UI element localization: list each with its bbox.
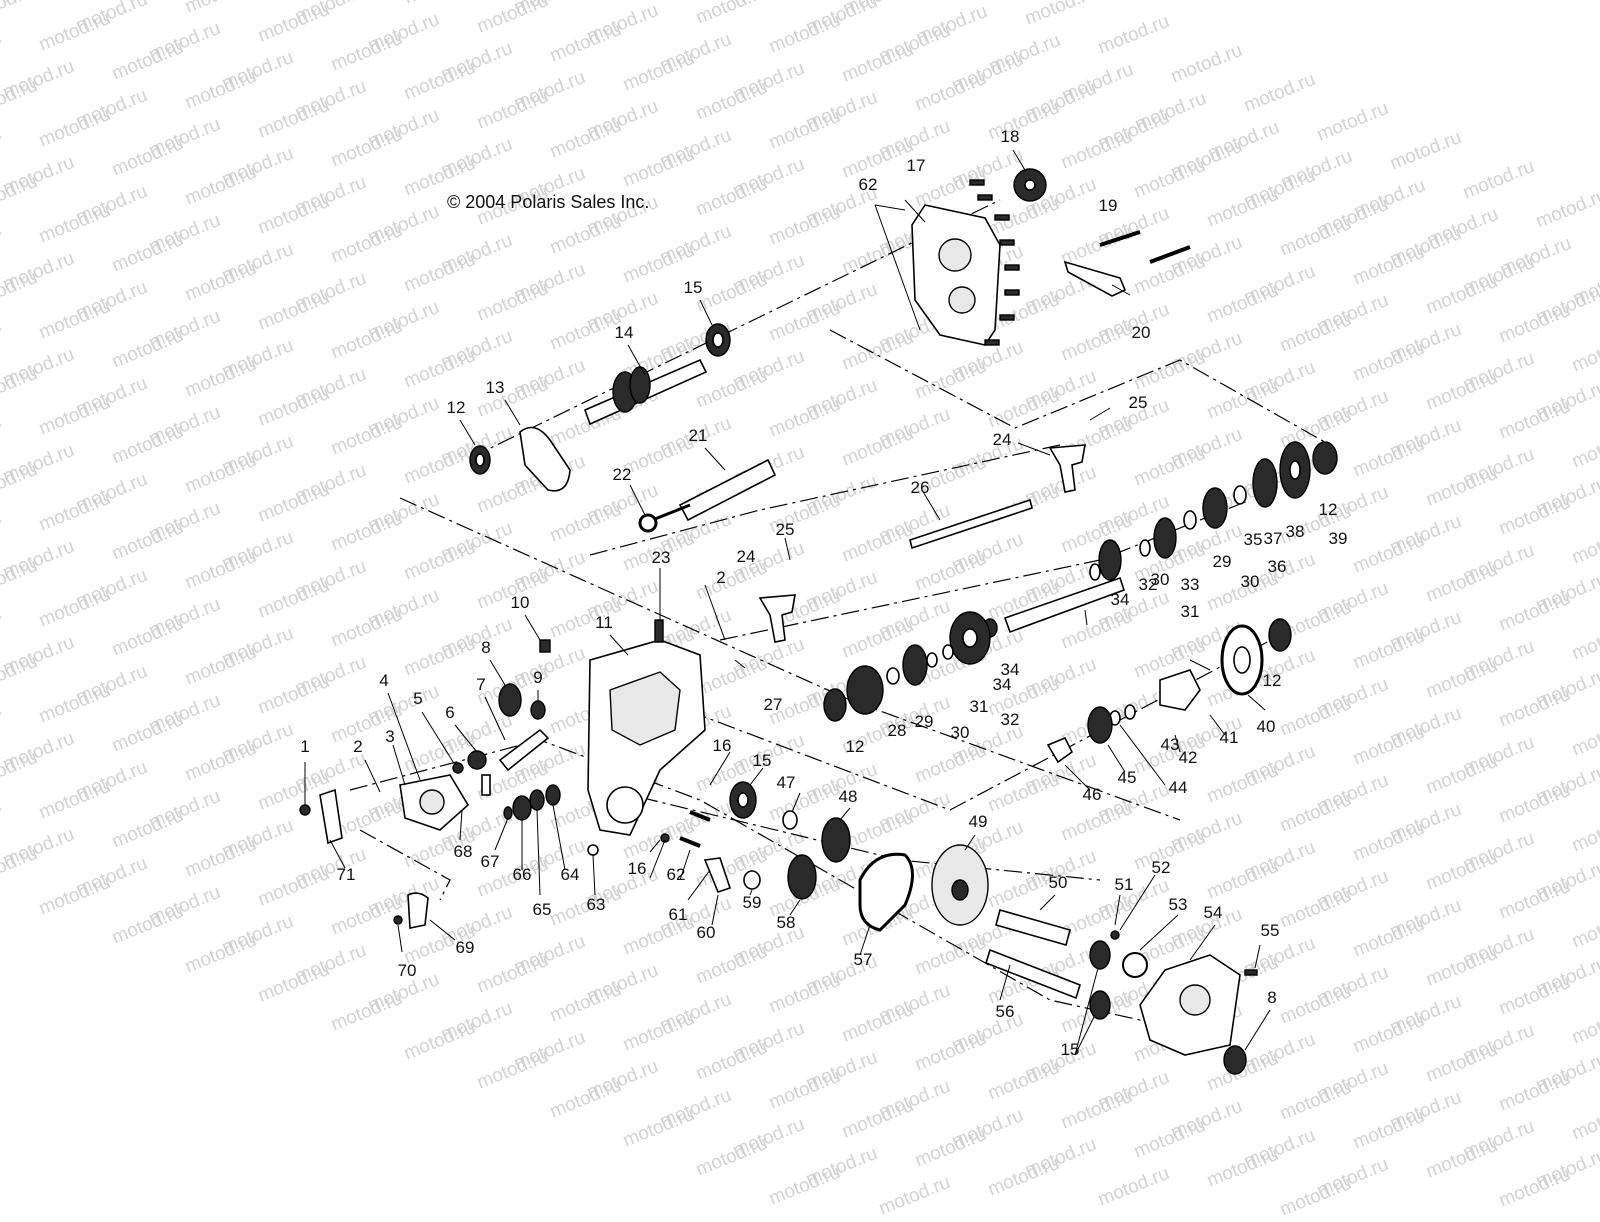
callout-10: 10 <box>511 593 530 612</box>
callout-62: 62 <box>667 865 686 884</box>
callout-29: 29 <box>1213 552 1232 571</box>
callout-18: 18 <box>1001 127 1020 146</box>
callout-9: 9 <box>533 668 542 687</box>
callout-40: 40 <box>1257 717 1276 736</box>
callout-31: 31 <box>970 697 989 716</box>
callout-15: 15 <box>684 278 703 297</box>
main-case <box>588 620 705 835</box>
callout-57: 57 <box>854 950 873 969</box>
callout-42: 42 <box>1179 748 1198 767</box>
callout-43: 43 <box>1161 735 1180 754</box>
callout-64: 64 <box>561 865 580 884</box>
callout-32: 32 <box>1001 710 1020 729</box>
callout-11: 11 <box>595 613 613 632</box>
callout-13: 13 <box>486 378 505 397</box>
callout-20: 20 <box>1132 323 1151 342</box>
callout-27: 27 <box>764 695 783 714</box>
callout-22: 22 <box>613 465 632 484</box>
callout-4: 4 <box>379 671 388 690</box>
callout-3: 3 <box>385 727 394 746</box>
callout-26: 26 <box>911 478 930 497</box>
callout-51: 51 <box>1115 875 1134 894</box>
callout-35: 35 <box>1244 530 1263 549</box>
callout-45: 45 <box>1118 768 1137 787</box>
lower-drive-assembly <box>661 782 1147 1019</box>
callout-24: 24 <box>993 430 1012 449</box>
callout-23: 23 <box>652 548 671 567</box>
callout-63: 63 <box>587 895 606 914</box>
bracket-assembly <box>1065 232 1190 296</box>
callout-48: 48 <box>839 787 858 806</box>
callout-70: 70 <box>398 961 417 980</box>
callout-30: 30 <box>951 723 970 742</box>
callout-8: 8 <box>481 638 490 657</box>
callout-33: 33 <box>1181 575 1200 594</box>
callout-7: 7 <box>476 675 485 694</box>
callout-61: 61 <box>669 905 688 924</box>
callout-19: 19 <box>1099 196 1118 215</box>
callout-53: 53 <box>1169 895 1188 914</box>
callout-60: 60 <box>697 923 716 942</box>
callout-46: 46 <box>1083 785 1102 804</box>
side-cover-assembly <box>912 169 1046 345</box>
callout-15: 15 <box>1061 1040 1080 1059</box>
callout-69: 69 <box>456 938 475 957</box>
callout-25: 25 <box>1129 393 1148 412</box>
callout-67: 67 <box>481 852 500 871</box>
left-components <box>300 640 598 928</box>
callout-31: 31 <box>1181 602 1200 621</box>
callout-17: 17 <box>907 156 926 175</box>
callout-47: 47 <box>777 773 796 792</box>
callout-56: 56 <box>996 1002 1015 1021</box>
callout-12: 12 <box>846 737 865 756</box>
callout-28: 28 <box>888 721 907 740</box>
callout-34: 34 <box>1001 660 1020 679</box>
callout-16: 16 <box>628 859 647 878</box>
callout-32: 32 <box>1139 575 1158 594</box>
callout-8: 8 <box>1267 988 1276 1007</box>
callout-15: 15 <box>753 751 772 770</box>
callout-24: 24 <box>737 547 756 566</box>
callout-37: 37 <box>1264 529 1283 548</box>
callout-14: 14 <box>615 323 634 342</box>
callout-2: 2 <box>353 737 362 756</box>
callout-36: 36 <box>1268 557 1287 576</box>
callout-25: 25 <box>776 520 795 539</box>
callout-39: 39 <box>1329 529 1348 548</box>
callout-2: 2 <box>716 568 725 587</box>
callout-65: 65 <box>533 900 552 919</box>
callout-54: 54 <box>1204 903 1223 922</box>
callout-66: 66 <box>513 865 532 884</box>
callout-12: 12 <box>1319 500 1338 519</box>
callout-58: 58 <box>777 913 796 932</box>
callout-5: 5 <box>413 689 422 708</box>
callout-12: 12 <box>1263 671 1282 690</box>
callout-38: 38 <box>1286 522 1305 541</box>
callout-62: 62 <box>859 175 878 194</box>
callout-49: 49 <box>969 812 988 831</box>
callout-30: 30 <box>1241 572 1260 591</box>
end-cover <box>1140 955 1257 1074</box>
callout-1: 1 <box>300 737 309 756</box>
callout-52: 52 <box>1152 858 1171 877</box>
shift-shaft-assembly <box>640 460 775 531</box>
callout-71: 71 <box>337 865 356 884</box>
callout-68: 68 <box>454 842 473 861</box>
callout-12: 12 <box>447 398 466 417</box>
callout-50: 50 <box>1049 873 1068 892</box>
callout-55: 55 <box>1261 921 1280 940</box>
callout-21: 21 <box>689 426 708 445</box>
callout-41: 41 <box>1220 728 1239 747</box>
callout-44: 44 <box>1169 778 1188 797</box>
callout-59: 59 <box>743 893 762 912</box>
callout-16: 16 <box>713 736 732 755</box>
callout-34: 34 <box>1111 590 1130 609</box>
callout-29: 29 <box>915 712 934 731</box>
callout-6: 6 <box>445 703 454 722</box>
